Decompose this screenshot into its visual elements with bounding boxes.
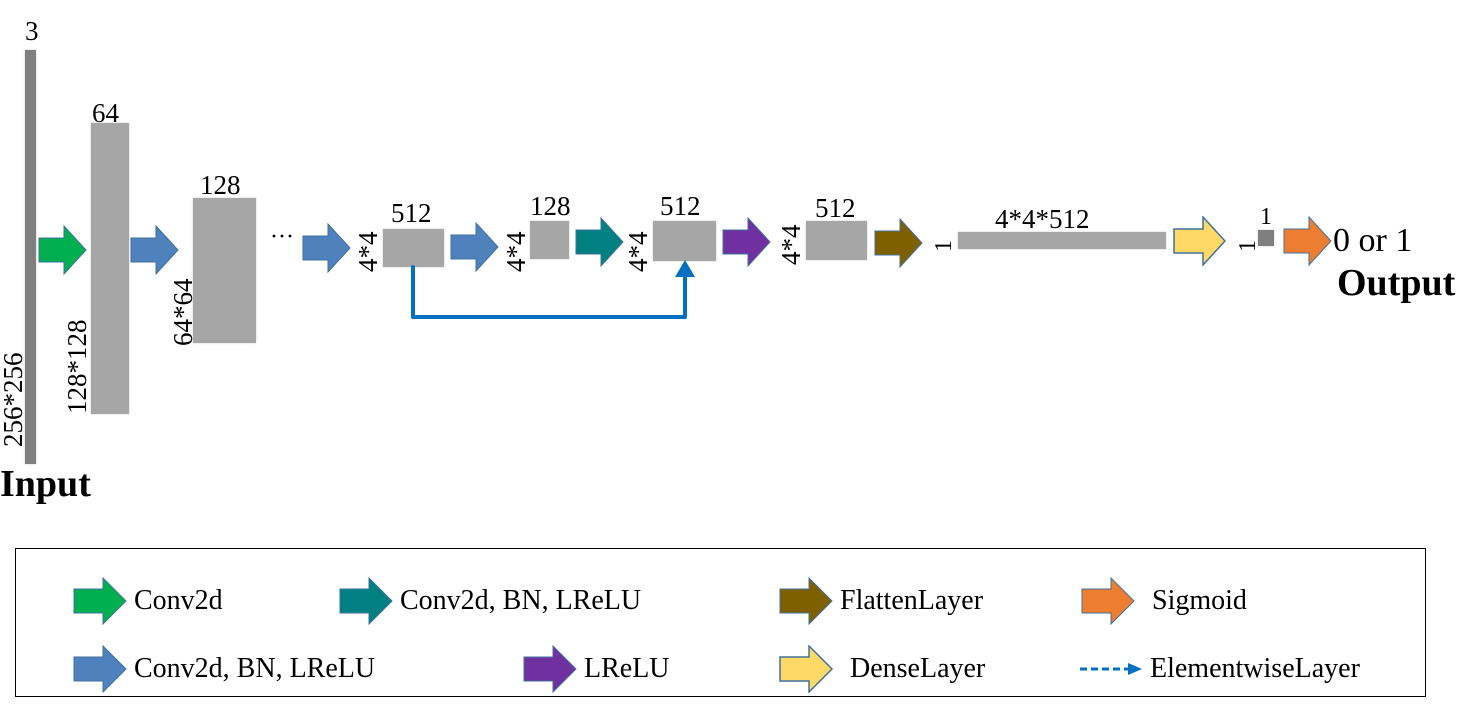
legend-label: DenseLayer [850, 653, 986, 684]
flatten-arrow [874, 218, 923, 268]
arrow-shape [450, 222, 499, 272]
layer5-channels-label: 512 [660, 191, 701, 221]
legend-label: ElementwiseLayer [1150, 653, 1360, 684]
legend-label: Conv2d, BN, LReLU [400, 585, 642, 616]
legend-item-sigmoid: Sigmoid [1081, 577, 1247, 625]
layer6-channels-label: 512 [815, 193, 856, 223]
ellipsis: ··· [270, 224, 294, 250]
layer3-block [383, 229, 444, 267]
layer3-size-label: 4*4 [353, 231, 383, 273]
layer1-channels-label: 64 [92, 98, 119, 128]
lrelu-icon [523, 645, 577, 693]
skip-connection [411, 260, 695, 319]
layer6-size-label: 4*4 [776, 224, 806, 266]
conv-bn-lrelu-arrow [130, 225, 179, 275]
arrow-shape [575, 217, 624, 267]
sigmoid-arrow [1283, 216, 1332, 266]
arrow-shape [1173, 216, 1227, 266]
layer1-size-label: 128*128 [62, 319, 92, 415]
layer2-size-label: 64*64 [168, 278, 198, 347]
flatten-channels-label: 4*4*512 [995, 204, 1090, 234]
legend-label: LReLU [584, 653, 670, 684]
lrelu-arrow [722, 217, 771, 267]
dense-arrow [1173, 216, 1227, 266]
arrow-shape [874, 218, 923, 268]
legend-item-conv-bn-lrelu-blue: Conv2d, BN, LReLU [73, 645, 375, 693]
conv-bn-lrelu-teal-arrow [575, 217, 624, 267]
layer4-block [530, 221, 569, 259]
flatten-block [958, 232, 1166, 249]
dashed-arrow-icon [1080, 663, 1142, 675]
dense-size-label: 1 [1235, 240, 1261, 252]
skip-connection-arrowhead [675, 260, 695, 277]
dense-channels-label: 1 [1260, 204, 1272, 230]
flatten-icon [779, 577, 833, 625]
input-channels-label: 3 [25, 16, 39, 46]
layer4-channels-label: 128 [530, 191, 571, 221]
layer3-channels-label: 512 [391, 198, 432, 228]
layer2-block [193, 198, 256, 343]
conv2d-icon [73, 577, 127, 625]
output-label: Output [1337, 262, 1456, 304]
legend-item-dense: DenseLayer [779, 645, 985, 693]
arrow-shape [1283, 216, 1332, 266]
flatten-size-label: 1 [931, 240, 957, 252]
legend-label: Conv2d, BN, LReLU [134, 653, 376, 684]
dense-icon [779, 645, 834, 693]
arrow-shape [38, 225, 87, 275]
legend-item-lrelu: LReLU [523, 645, 670, 693]
sigmoid-icon [1081, 577, 1135, 625]
legend-item-elementwise: ElementwiseLayer [1078, 645, 1360, 693]
legend-label: FlattenLayer [840, 585, 984, 616]
input-block [25, 50, 36, 464]
legend-label: Sigmoid [1152, 585, 1247, 616]
conv-bn-lrelu-arrow [302, 223, 351, 273]
arrow-shape [130, 225, 179, 275]
input-size-label: 256*256 [0, 352, 28, 448]
dense-block [1258, 230, 1274, 246]
conv-bn-lrelu-arrow [450, 222, 499, 272]
legend-item-flatten: FlattenLayer [779, 577, 983, 625]
skip-connection-line [411, 265, 687, 319]
output-value: 0 or 1 [1333, 222, 1413, 259]
legend-item-conv2d: Conv2d [73, 577, 223, 625]
input-label: Input [0, 463, 91, 505]
conv2d-arrow [38, 225, 87, 275]
legend: Conv2d Conv2d, BN, LReLU FlattenLayer Si… [15, 548, 1426, 697]
conv-bn-lrelu-teal-icon [339, 577, 393, 625]
legend-label: Conv2d [134, 585, 223, 616]
layer6-block [806, 221, 867, 260]
legend-item-conv-bn-lrelu-teal: Conv2d, BN, LReLU [339, 577, 641, 625]
conv-bn-lrelu-blue-icon [73, 645, 127, 693]
layer1-block [91, 123, 129, 414]
layer2-channels-label: 128 [200, 170, 241, 200]
arrow-shape [302, 223, 351, 273]
layer5-block [653, 221, 716, 261]
arrow-shape [722, 217, 771, 267]
